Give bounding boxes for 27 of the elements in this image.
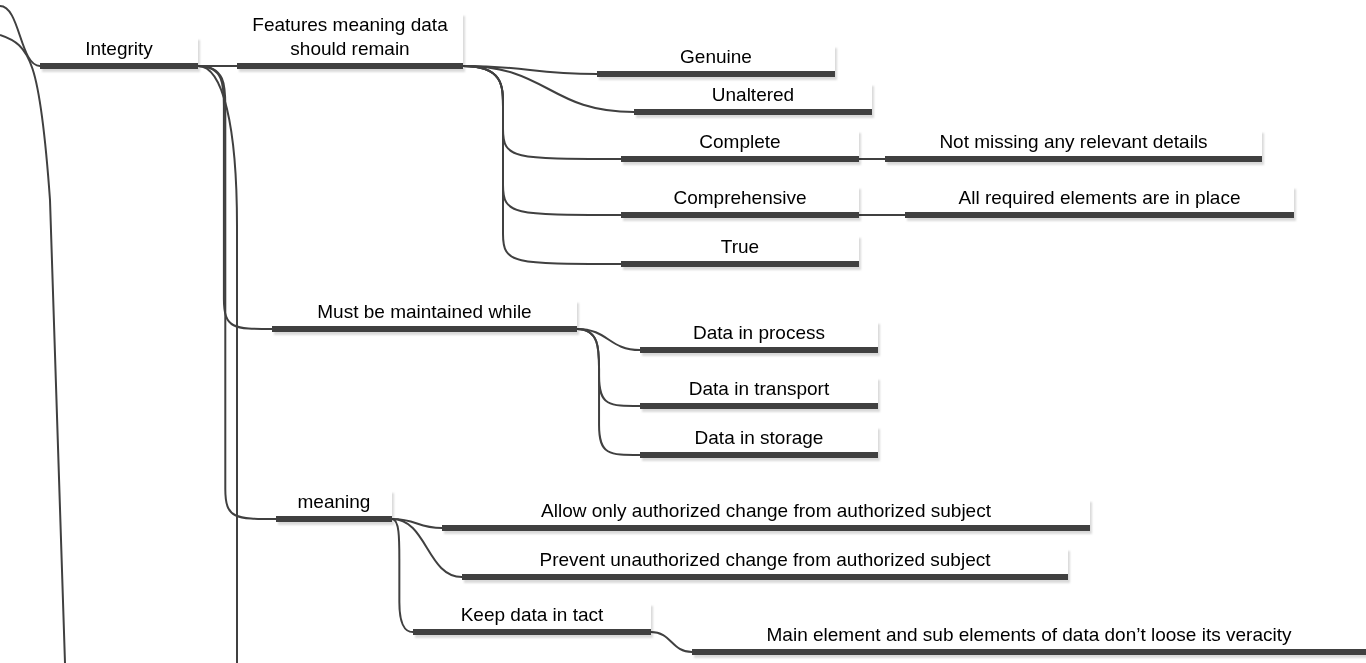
connector-line <box>0 5 41 67</box>
topic-label: All required elements are in place <box>958 186 1241 210</box>
connector-line <box>391 518 463 578</box>
connector-line <box>858 214 906 216</box>
connector-line <box>576 328 641 456</box>
topic-label: Data in storage <box>694 426 824 450</box>
topic-label: Integrity <box>85 37 153 61</box>
connector-line <box>858 158 886 160</box>
topic-label: Unaltered <box>711 83 795 107</box>
topic-label: Complete <box>699 130 781 154</box>
topic-label: Genuine <box>680 45 752 69</box>
topic-label: Data in process <box>693 321 825 345</box>
connector-line <box>197 65 238 663</box>
topic-label: Comprehensive <box>673 186 807 210</box>
topic-label: Main element and sub elements of data don’t loose its veracity <box>766 623 1292 647</box>
topic-label: Allow only authorized change from authorized subject <box>541 499 991 523</box>
topic-label: Data in transport <box>688 377 830 401</box>
connector-line <box>462 65 622 265</box>
connector-line <box>391 518 414 633</box>
topic-label: Must be maintained while <box>317 300 532 324</box>
topic-label: meaning <box>297 490 371 514</box>
topic-label: Features meaning data should remain <box>251 13 449 61</box>
topic-label: Keep data in tact <box>460 603 604 627</box>
topic-label: True <box>720 235 760 259</box>
topic-label: Not missing any relevant details <box>939 130 1208 154</box>
topic-label: Prevent unauthorized change from authorized subject <box>539 548 991 572</box>
connector-line <box>650 631 693 653</box>
